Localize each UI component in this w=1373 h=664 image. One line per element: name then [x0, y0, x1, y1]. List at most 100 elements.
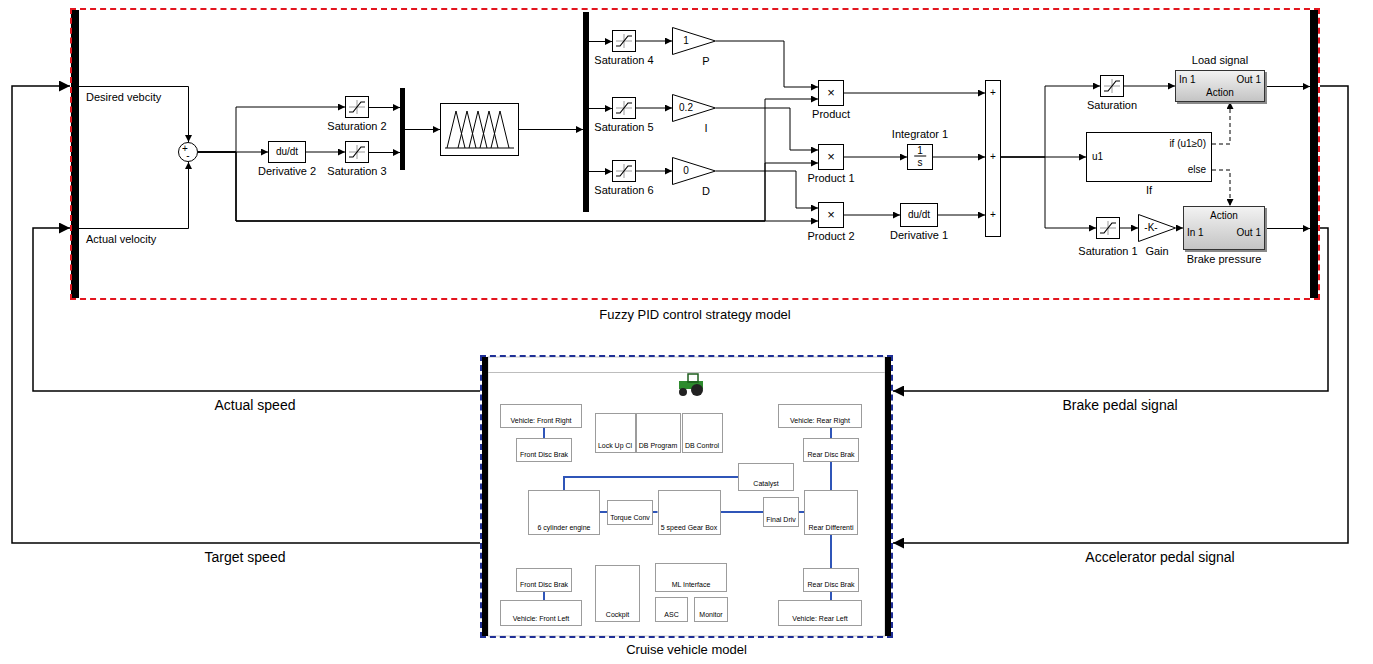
mechanical-link	[543, 592, 545, 600]
gain-block: -K-Gain	[1138, 214, 1176, 242]
signal-line	[938, 215, 985, 216]
block-text: Torque Conv	[610, 514, 650, 522]
saturation-icon	[613, 98, 635, 118]
icon-axes	[1100, 221, 1116, 235]
signal-line	[306, 152, 345, 153]
block-text: Final Driv	[766, 516, 796, 524]
vehicle-component: Rear Disc Brak	[803, 438, 859, 462]
product-block: ×Product 2	[818, 202, 844, 228]
icon-axes	[349, 100, 365, 114]
signal-wire	[79, 162, 189, 229]
signal-line	[716, 171, 818, 208]
signal-wire	[589, 108, 612, 109]
frame-caption: Cruise vehicle model	[626, 643, 747, 658]
block-text: -	[186, 150, 189, 162]
vehicle-component: Torque Conv	[607, 500, 653, 525]
feedback-line	[893, 228, 1328, 391]
signal-line	[716, 41, 818, 87]
saturation-block: Saturation 3	[345, 141, 369, 163]
icon-curve	[349, 147, 365, 157]
block-text: du/dt	[276, 146, 298, 158]
output-bus-bar	[1310, 10, 1318, 298]
vehicle-component: Front Disc Brak	[516, 438, 572, 462]
vehicle-component: Cockpit	[595, 565, 640, 622]
block-label: Saturation 2	[327, 120, 386, 133]
block-label: Saturation 4	[594, 54, 653, 67]
gain-block: 1P	[672, 27, 716, 55]
block-text: In 1	[1179, 74, 1196, 86]
block-label: Saturation 5	[594, 121, 653, 134]
block-label: Saturation 6	[594, 184, 653, 197]
signal-wire	[589, 171, 612, 172]
gain-triangle	[672, 157, 716, 185]
block-text: ×	[827, 86, 835, 101]
block-text: ML Interface	[672, 581, 711, 589]
saturation-block: Saturation 4	[612, 30, 636, 52]
signal-wire	[369, 107, 400, 108]
block-text: P	[702, 55, 709, 68]
gain-outline	[673, 158, 716, 185]
derivative-block: du/dtDerivative 2	[268, 141, 306, 163]
block-label: Saturation 3	[327, 165, 386, 178]
block-label: Product 1	[807, 172, 854, 185]
block-text: DB Control	[685, 442, 719, 450]
vehicle-component: 5 speed Gear Box	[658, 490, 721, 535]
model-bar	[885, 357, 891, 636]
block-text: 6 cylinder engine	[538, 524, 591, 532]
block-text: ×	[827, 150, 835, 165]
icon-curve	[1100, 223, 1116, 233]
mux-bar	[400, 88, 405, 170]
signal-line	[716, 108, 818, 150]
block-text: Vehicle: Rear Right	[790, 417, 850, 425]
block-label: Saturation	[1087, 99, 1137, 112]
block-text: D	[702, 185, 710, 198]
gain-triangle	[672, 27, 716, 55]
action-line	[1212, 170, 1230, 206]
block-text: Rear Differenti	[808, 524, 853, 532]
icon-curve	[616, 166, 632, 176]
signal-line	[1124, 86, 1175, 87]
signal-line	[933, 157, 985, 158]
vehicle-component: Monitor	[694, 597, 728, 622]
block-text: else	[1188, 164, 1206, 176]
block-label: Product 2	[807, 230, 854, 243]
block-text: u1	[1092, 151, 1103, 163]
vehicle-component: ML Interface	[655, 563, 727, 592]
block-text: 0.2	[679, 102, 693, 114]
vehicle-component: Final Driv	[763, 497, 799, 527]
saturation-block: Saturation 5	[612, 97, 636, 119]
input-bus-bar	[71, 10, 79, 298]
saturation-icon	[1097, 218, 1119, 238]
action-subsystem: ActionIn 1Out 1Brake pressure	[1183, 206, 1265, 250]
demux-bar	[583, 12, 589, 212]
vehicle-component: Vehicle: Rear Left	[778, 600, 862, 626]
signal-name: Actual speed	[213, 397, 298, 413]
block-text: du/dt	[908, 209, 930, 221]
action-line	[1212, 102, 1230, 144]
vehicle-component: ASC	[655, 597, 688, 622]
saturation-icon	[346, 142, 368, 162]
signal-wire	[79, 87, 189, 143]
block-text: 5 speed Gear Box	[661, 524, 717, 532]
signal-line	[636, 108, 672, 109]
port-label: Desired vebcity	[86, 91, 161, 104]
signal-line	[198, 99, 818, 221]
block-text: -K-	[1144, 222, 1157, 234]
block-text: Front Disc Brak	[520, 451, 568, 459]
block-text: Action	[1206, 87, 1234, 99]
block-text: s	[918, 157, 923, 169]
block-text: Cockpit	[606, 611, 629, 619]
block-text: 1	[914, 146, 926, 157]
saturation-icon	[346, 97, 368, 117]
signal-name: Target speed	[203, 549, 288, 565]
block-label: Derivative 1	[890, 229, 948, 242]
port-label: Actual velocity	[86, 233, 156, 246]
frame-caption: Fuzzy PID control strategy model	[599, 308, 790, 323]
action-subsystem: Load signalIn 1Out 1Action	[1175, 70, 1265, 102]
icon-curve	[349, 102, 365, 112]
if-block: u1if (u1≥0)elseIf	[1086, 132, 1212, 182]
block-text: 0	[683, 165, 689, 177]
block-text: +	[990, 151, 996, 163]
tractor-icon	[688, 374, 698, 382]
signal-line	[844, 93, 985, 94]
